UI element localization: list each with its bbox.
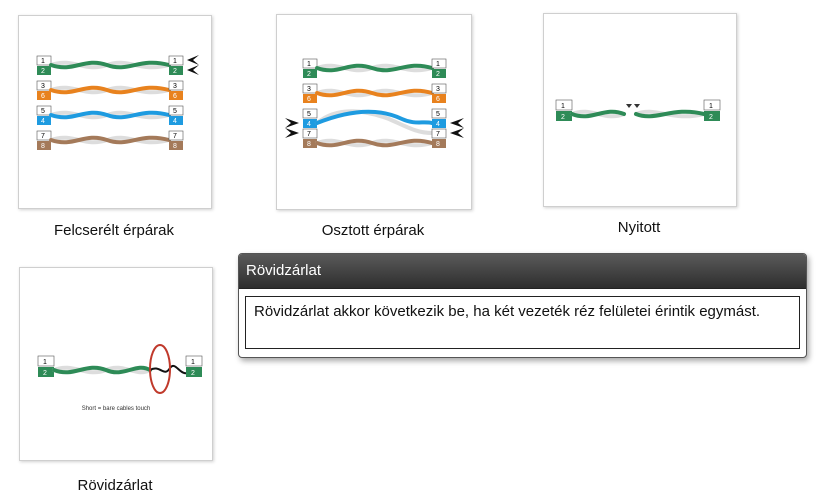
pin-2-label: 2 bbox=[41, 68, 45, 75]
pin-5-label: 5 bbox=[41, 108, 45, 115]
twisted-pairs bbox=[315, 63, 434, 148]
pin-3-label: 3 bbox=[41, 83, 45, 90]
pin-5-label: 5 bbox=[436, 111, 440, 118]
pin-6-label: 6 bbox=[436, 96, 440, 103]
pin-2-label: 2 bbox=[43, 370, 47, 377]
pin-8-label: 8 bbox=[41, 143, 45, 150]
pin-2-label: 2 bbox=[307, 71, 311, 78]
short-illustration: 1 2 1 2 Short = bare cables touch bbox=[37, 344, 203, 412]
pin-4-label: 4 bbox=[41, 118, 45, 125]
pin-4-label: 4 bbox=[436, 121, 440, 128]
pin-3-label: 3 bbox=[173, 83, 177, 90]
break-marker-icon bbox=[626, 104, 640, 108]
left-pin-block: 1 2 bbox=[555, 99, 573, 121]
pin-7-label: 7 bbox=[41, 133, 45, 140]
diagram-swapped-pairs[interactable]: 1 2 3 6 5 4 7 8 bbox=[18, 15, 212, 209]
diagram-split-pairs[interactable]: 1 2 3 6 5 4 7 8 1 bbox=[276, 14, 472, 210]
split-pairs-illustration: 1 2 3 6 5 4 7 8 1 bbox=[285, 58, 464, 148]
pin-1-label: 1 bbox=[561, 103, 565, 110]
twisted-pair bbox=[570, 109, 706, 119]
pin-6-label: 6 bbox=[307, 96, 311, 103]
pin-8-label: 8 bbox=[436, 141, 440, 148]
left-pin-block: 1 2 bbox=[37, 355, 55, 377]
pin-8-label: 8 bbox=[173, 143, 177, 150]
pin-2-label: 2 bbox=[709, 114, 713, 121]
short-highlight-circle bbox=[149, 344, 171, 394]
pin-6-label: 6 bbox=[173, 93, 177, 100]
caption-open: Nyitott bbox=[617, 219, 661, 236]
pin-1-label: 1 bbox=[307, 61, 311, 68]
pin-1-label: 1 bbox=[709, 103, 713, 110]
pin-1-label: 1 bbox=[41, 58, 45, 65]
pin-3-label: 3 bbox=[436, 86, 440, 93]
diagram-short[interactable]: 1 2 1 2 Short = bare cables touch bbox=[19, 267, 213, 461]
pin-2-label: 2 bbox=[173, 68, 177, 75]
arrow-icon bbox=[187, 55, 199, 75]
pin-1-label: 1 bbox=[173, 58, 177, 65]
left-pin-block: 1 2 3 6 5 4 7 8 bbox=[302, 58, 318, 148]
pin-4-label: 4 bbox=[173, 118, 177, 125]
pin-2-label: 2 bbox=[561, 114, 565, 121]
pin-1-label: 1 bbox=[436, 61, 440, 68]
arrow-icon bbox=[285, 118, 464, 138]
pin-7-label: 7 bbox=[436, 131, 440, 138]
short-note: Short = bare cables touch bbox=[82, 406, 151, 412]
open-illustration: 1 2 1 2 bbox=[555, 99, 721, 121]
pin-7-label: 7 bbox=[173, 133, 177, 140]
pin-1-label: 1 bbox=[191, 359, 195, 366]
right-pin-block: 1 2 bbox=[703, 99, 721, 121]
popup-title: Rövidzárlat bbox=[239, 254, 806, 289]
right-pin-block: 1 2 3 6 5 4 7 8 bbox=[431, 58, 447, 148]
caption-split-pairs: Osztott érpárak bbox=[321, 222, 425, 239]
pin-5-label: 5 bbox=[307, 111, 311, 118]
caption-swapped-pairs: Felcserélt érpárak bbox=[53, 222, 175, 239]
pin-7-label: 7 bbox=[307, 131, 311, 138]
diagram-open[interactable]: 1 2 1 2 bbox=[543, 13, 737, 207]
pin-2-label: 2 bbox=[436, 71, 440, 78]
info-popup: Rövidzárlat Rövidzárlat akkor következik… bbox=[238, 253, 807, 358]
left-pin-block: 1 2 3 6 5 4 7 8 bbox=[36, 55, 52, 150]
popup-text: Rövidzárlat akkor következik be, ha két … bbox=[245, 296, 800, 349]
pin-8-label: 8 bbox=[307, 141, 311, 148]
caption-short: Rövidzárlat bbox=[77, 477, 153, 494]
pin-6-label: 6 bbox=[41, 93, 45, 100]
twisted-pairs bbox=[49, 60, 171, 145]
right-pin-block: 1 2 3 6 5 4 7 8 bbox=[168, 55, 184, 150]
pin-4-label: 4 bbox=[307, 121, 311, 128]
swapped-pairs-illustration: 1 2 3 6 5 4 7 8 bbox=[36, 55, 199, 150]
pin-5-label: 5 bbox=[173, 108, 177, 115]
right-pin-block: 1 2 bbox=[185, 355, 203, 377]
pin-3-label: 3 bbox=[307, 86, 311, 93]
pin-2-label: 2 bbox=[191, 370, 195, 377]
pin-1-label: 1 bbox=[43, 359, 47, 366]
